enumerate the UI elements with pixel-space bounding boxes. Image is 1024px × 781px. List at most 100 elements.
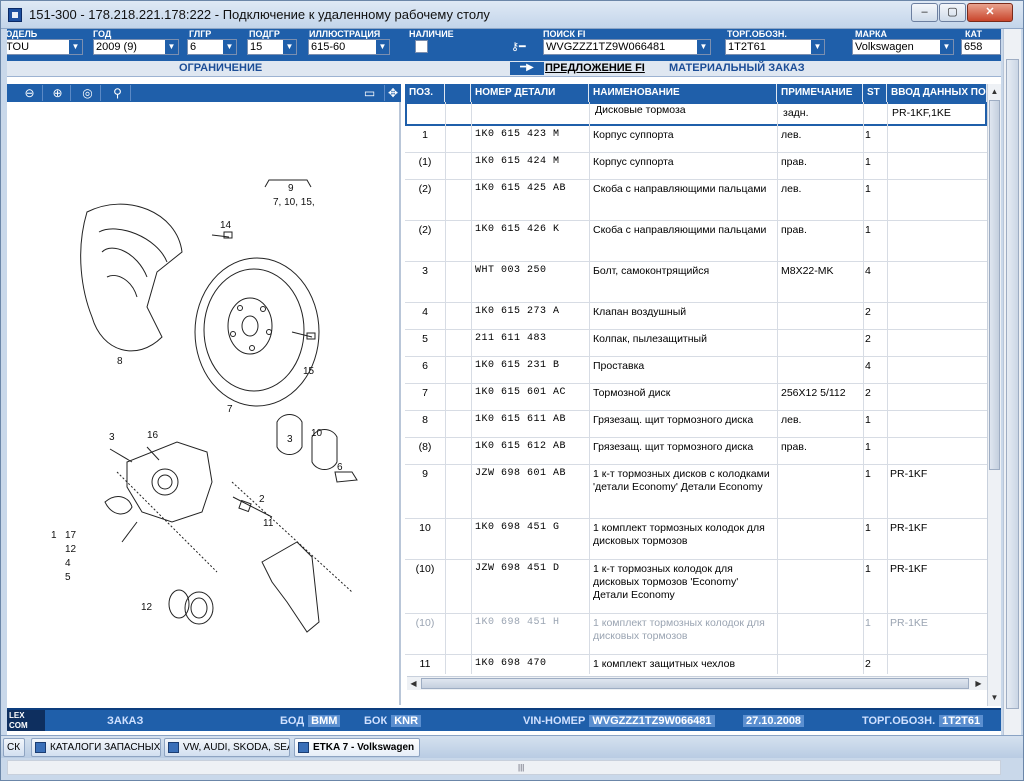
scroll-thumb[interactable]: [1006, 59, 1019, 709]
main-group-select[interactable]: 6▼: [187, 39, 237, 55]
arrow-icon[interactable]: ━▶: [510, 62, 544, 75]
cell-part-number: JZW 698 451 D: [475, 563, 560, 574]
filter-label-mgroup: ГЛГР: [189, 29, 212, 39]
tab-fi-offer[interactable]: ПРЕДЛОЖЕНИЕ FI: [545, 62, 645, 74]
vin-search-select[interactable]: WVGZZZ1TZ9W066481▼: [543, 39, 711, 55]
tab-material-order[interactable]: МАТЕРИАЛЬНЫЙ ЗАКАЗ: [669, 62, 805, 74]
cell-st: 1: [865, 617, 871, 629]
chevron-down-icon[interactable]: ▼: [811, 40, 824, 54]
scroll-left-icon[interactable]: ◀: [410, 679, 417, 688]
scroll-up-icon[interactable]: ▲: [990, 87, 999, 96]
cell-name: Тормозной диск: [593, 387, 671, 399]
cell-part-number: 1K0 615 231 B: [475, 360, 560, 371]
cell-part-number: 1K0 615 423 M: [475, 129, 560, 140]
cell-name: Болт, самоконтрящийся: [593, 265, 710, 277]
col-data[interactable]: ВВОД ДАННЫХ ПО: [887, 84, 987, 102]
cell-data: PR-1KF: [890, 522, 928, 534]
tab-restriction[interactable]: ОГРАНИЧЕНИЕ: [179, 62, 263, 74]
key-icon[interactable]: ⚷━: [511, 41, 526, 53]
zoom-100-icon[interactable]: ◎: [75, 85, 101, 101]
fit-page-icon[interactable]: ▭: [355, 85, 385, 101]
catalog-select[interactable]: 658: [961, 39, 1001, 55]
task-start[interactable]: СК: [3, 738, 25, 757]
filter-label-brand: МАРКА: [855, 29, 887, 39]
maximize-button[interactable]: ▢: [939, 3, 966, 22]
cell-st: 4: [865, 265, 871, 277]
chevron-down-icon[interactable]: ▼: [283, 40, 296, 54]
subgroup-select[interactable]: 15▼: [247, 39, 297, 55]
move-icon[interactable]: ✥: [387, 86, 399, 100]
table-row[interactable]: Дисковые тормоза задн. PR-1KF,1KE: [405, 102, 987, 126]
cell-part-number: WHT 003 250: [475, 265, 547, 276]
cell-note: прав.: [781, 224, 807, 236]
cell-part-number: 1K0 615 612 AB: [475, 441, 567, 452]
chevron-down-icon[interactable]: ▼: [69, 40, 82, 54]
scroll-thumb[interactable]: [421, 678, 969, 689]
cell-name: Дисковые тормоза: [595, 104, 686, 116]
diagram-label: 3: [287, 434, 293, 445]
scroll-right-icon[interactable]: ▶: [975, 679, 982, 688]
diagram-label: 14: [220, 220, 232, 231]
cell-st: 1: [865, 129, 871, 141]
minimize-button[interactable]: –: [911, 3, 938, 22]
filter-label-catalog: КАТ: [965, 29, 983, 39]
column-divider: [445, 102, 446, 674]
scroll-down-icon[interactable]: ▼: [990, 693, 999, 702]
table-horizontal-scrollbar[interactable]: ◀ ▶: [407, 676, 987, 690]
task-etka[interactable]: ETKA 7 - Volkswagen: [294, 738, 420, 757]
table-vertical-scrollbar[interactable]: ▲ ▼: [987, 84, 1001, 706]
task-catalogs[interactable]: КАТАЛОГИ ЗАПАСНЫХ ...: [31, 738, 161, 757]
chevron-down-icon[interactable]: ▼: [376, 40, 389, 54]
close-button[interactable]: ✕: [967, 3, 1013, 22]
cell-part-number: 1K0 615 426 K: [475, 224, 560, 235]
availability-checkbox[interactable]: [415, 40, 428, 53]
window-vertical-scrollbar[interactable]: [1003, 29, 1021, 735]
chevron-down-icon[interactable]: ▼: [940, 40, 953, 54]
col-name[interactable]: НАИМЕНОВАНИЕ: [589, 84, 777, 102]
col-pos[interactable]: ПОЗ.: [405, 84, 445, 102]
chevron-down-icon[interactable]: ▼: [165, 40, 178, 54]
scroll-thumb[interactable]: [989, 100, 1000, 470]
scroll-grip-icon[interactable]: |||: [518, 763, 525, 772]
illustration-select[interactable]: 615-60▼: [308, 39, 390, 55]
sales-code-select[interactable]: 1T2T61▼: [725, 39, 825, 55]
cell-st: 2: [865, 658, 871, 670]
zoom-area-icon[interactable]: ⊕: [45, 85, 71, 101]
chevron-down-icon[interactable]: ▼: [697, 40, 710, 54]
chevron-down-icon[interactable]: ▼: [223, 40, 236, 54]
col-note[interactable]: ПРИМЕЧАНИЕ: [777, 84, 863, 102]
model-select[interactable]: TOU▼: [7, 39, 83, 55]
cell-pos: 4: [422, 306, 428, 318]
status-order[interactable]: ЗАКАЗ: [107, 715, 144, 727]
cell-note: задн.: [783, 107, 809, 119]
col-part-number[interactable]: НОМЕР ДЕТАЛИ: [471, 84, 589, 102]
window-horizontal-scrollbar[interactable]: |||: [7, 760, 1001, 775]
brand-select[interactable]: Volkswagen▼: [852, 39, 954, 55]
task-vw-audi[interactable]: VW, AUDI, SKODA, SEAT: [164, 738, 290, 757]
col-st[interactable]: ST: [863, 84, 887, 102]
magnifier-icon[interactable]: ⚲: [105, 85, 131, 101]
col-mark[interactable]: [445, 84, 471, 102]
cell-data: PR-1KF,1KE: [892, 107, 951, 119]
window-icon: [298, 742, 309, 753]
zoom-out-icon[interactable]: ⊖: [17, 85, 43, 101]
cell-pos: (10): [415, 617, 435, 629]
exploded-diagram[interactable]: 9 7, 10, 15, 14 8 15 7 3 16 3 10 6 1 17 …: [7, 102, 401, 705]
year-select[interactable]: 2009 (9)▼: [93, 39, 179, 55]
